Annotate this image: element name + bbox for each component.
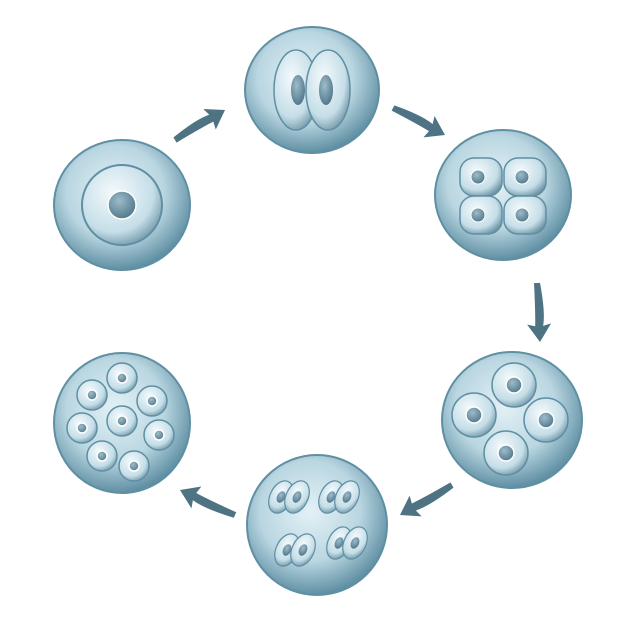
stage-dividing-cells — [246, 454, 388, 596]
nucleus — [76, 422, 88, 434]
nucleus — [514, 207, 530, 223]
nucleus — [334, 537, 344, 549]
nucleus — [342, 491, 352, 503]
nucleus — [276, 491, 286, 503]
nucleus — [350, 537, 360, 549]
nucleus — [537, 411, 555, 429]
nucleus — [282, 544, 292, 556]
nucleus — [326, 491, 336, 503]
arrow-icon — [400, 482, 454, 517]
nucleus — [465, 406, 483, 424]
stage-cell-cluster — [441, 351, 583, 489]
nucleus — [298, 544, 308, 556]
cell-membrane — [434, 129, 572, 261]
nucleus — [116, 372, 128, 384]
arrow-icon — [180, 486, 237, 518]
nucleus — [116, 415, 128, 427]
arrow-shape — [400, 482, 454, 517]
arrow-icon — [391, 105, 445, 138]
arrow-icon — [527, 282, 552, 342]
stage-four-cell — [434, 129, 572, 261]
stage-two-cell — [244, 26, 380, 154]
stage-single-cell — [53, 139, 191, 271]
nucleus — [470, 207, 486, 223]
arrow-icon — [173, 108, 225, 143]
nucleus — [319, 75, 333, 105]
nucleus — [107, 190, 137, 220]
nucleus — [153, 429, 165, 441]
nucleus — [291, 75, 305, 105]
nucleus — [128, 460, 140, 472]
arrow-shape — [180, 486, 237, 518]
nucleus — [514, 169, 530, 185]
nucleus — [470, 169, 486, 185]
cell-membrane — [246, 454, 388, 596]
arrow-shape — [527, 282, 552, 342]
arrow-shape — [173, 108, 225, 143]
nucleus — [86, 389, 98, 401]
stage-multicell — [53, 352, 191, 494]
arrow-shape — [391, 105, 445, 138]
nucleus — [497, 444, 515, 462]
cell-membrane — [441, 351, 583, 489]
nucleus — [146, 395, 158, 407]
nucleus — [292, 491, 302, 503]
nucleus — [96, 450, 108, 462]
nucleus — [505, 376, 523, 394]
